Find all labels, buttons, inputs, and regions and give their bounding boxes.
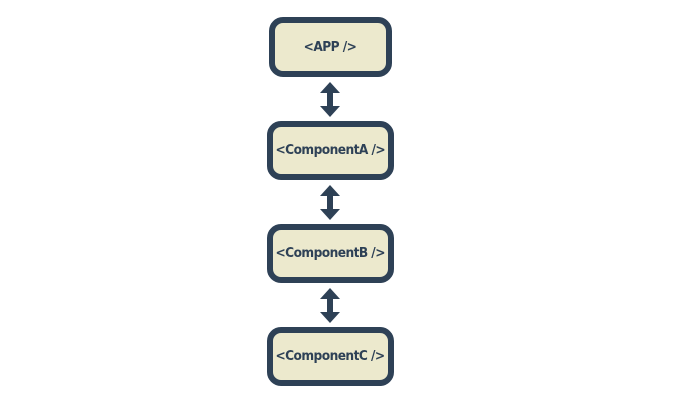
node-componentb-label: <ComponentB /> (275, 246, 385, 261)
node-componentc-label: <ComponentC /> (275, 349, 385, 364)
double-arrow-icon (320, 287, 340, 323)
connector-componentb-componentc (319, 283, 341, 327)
component-hierarchy-diagram: <APP /> <ComponentA /> <ComponentB /> <C… (265, 17, 395, 386)
node-componentc: <ComponentC /> (266, 327, 394, 386)
connector-componenta-componentb (319, 180, 341, 224)
node-app-label: <APP /> (303, 39, 357, 55)
connector-app-componenta (319, 77, 341, 121)
double-arrow-icon (320, 81, 340, 117)
node-componentb: <ComponentB /> (266, 224, 394, 283)
double-arrow-icon (320, 184, 340, 220)
node-componenta-label: <ComponentA /> (275, 143, 385, 158)
node-componenta: <ComponentA /> (266, 121, 394, 180)
node-app: <APP /> (268, 17, 392, 77)
